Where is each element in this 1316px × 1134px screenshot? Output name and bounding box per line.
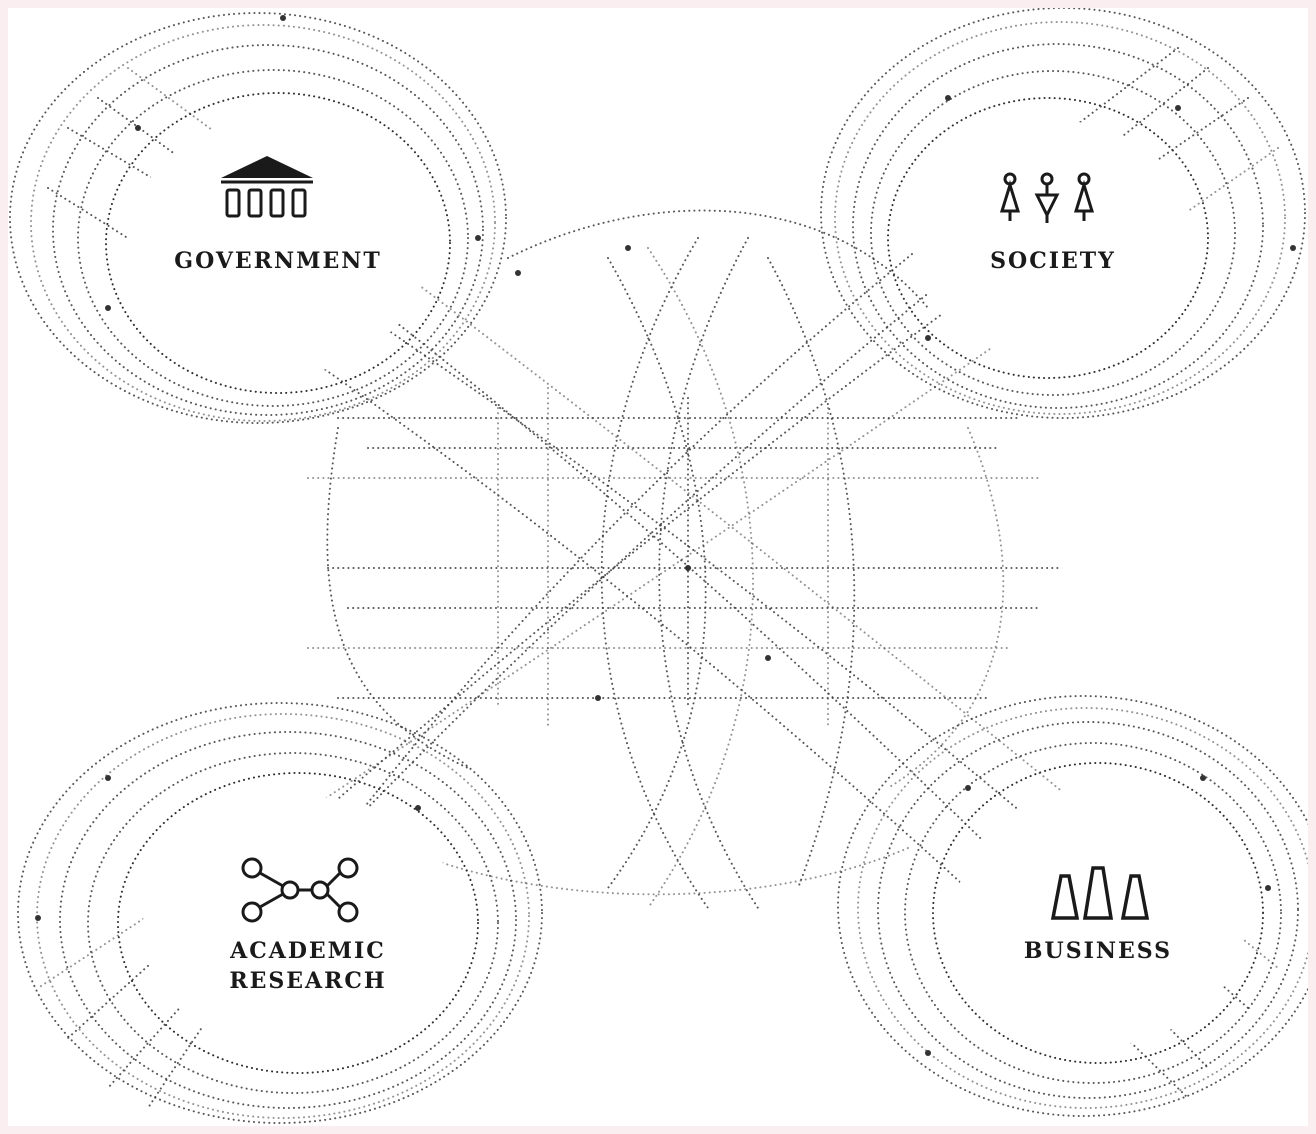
society-ring [852, 43, 1264, 409]
government-label: GOVERNMENT [174, 248, 382, 274]
academic-ring [87, 752, 499, 1094]
academic-research-label: ACADEMIC RESEARCH [188, 936, 428, 996]
center-trail [767, 257, 856, 889]
network-nodes-icon [241, 857, 359, 923]
government-ring [52, 44, 484, 416]
business-label: BUSINESS [1023, 938, 1173, 964]
side-trail [326, 427, 469, 769]
center-trail [658, 237, 759, 909]
academic-label-line2: RESEARCH [229, 968, 387, 994]
people-icon [999, 172, 1095, 223]
government-ring [9, 12, 507, 424]
side-trail [507, 209, 929, 309]
center-trail [600, 237, 709, 909]
cross-trail [127, 67, 1279, 969]
academic-ring [17, 702, 543, 1124]
business-ring [857, 707, 1308, 1109]
side-trail [887, 427, 1005, 789]
academic-ring [59, 731, 517, 1109]
society-ring [887, 97, 1209, 379]
government-ring [30, 24, 496, 422]
academic-ring [117, 772, 479, 1074]
business-ring [904, 742, 1282, 1084]
society-ring [870, 70, 1236, 396]
business-ring [877, 721, 1299, 1099]
government-ring [77, 69, 469, 407]
bar-shapes-icon [1050, 866, 1150, 920]
cross-trail [47, 187, 1189, 1099]
academic-ring [36, 713, 530, 1119]
society-label: SOCIETY [990, 248, 1116, 274]
business-ring [932, 762, 1264, 1064]
diagram-canvas: GOVERNMENT SOCIETY ACADEMIC RESEARCH BUS… [8, 8, 1308, 1126]
society-ring [820, 8, 1306, 419]
side-trail [427, 847, 909, 896]
center-trail [607, 257, 707, 889]
building-columns-icon [221, 156, 313, 218]
academic-label-line1: ACADEMIC [230, 938, 386, 964]
government-ring [105, 92, 451, 394]
society-ring [834, 21, 1286, 415]
accent-dots [35, 15, 1296, 1056]
connection-network [9, 8, 1308, 1124]
business-ring [837, 695, 1308, 1117]
hub-discs [128, 116, 1245, 1056]
